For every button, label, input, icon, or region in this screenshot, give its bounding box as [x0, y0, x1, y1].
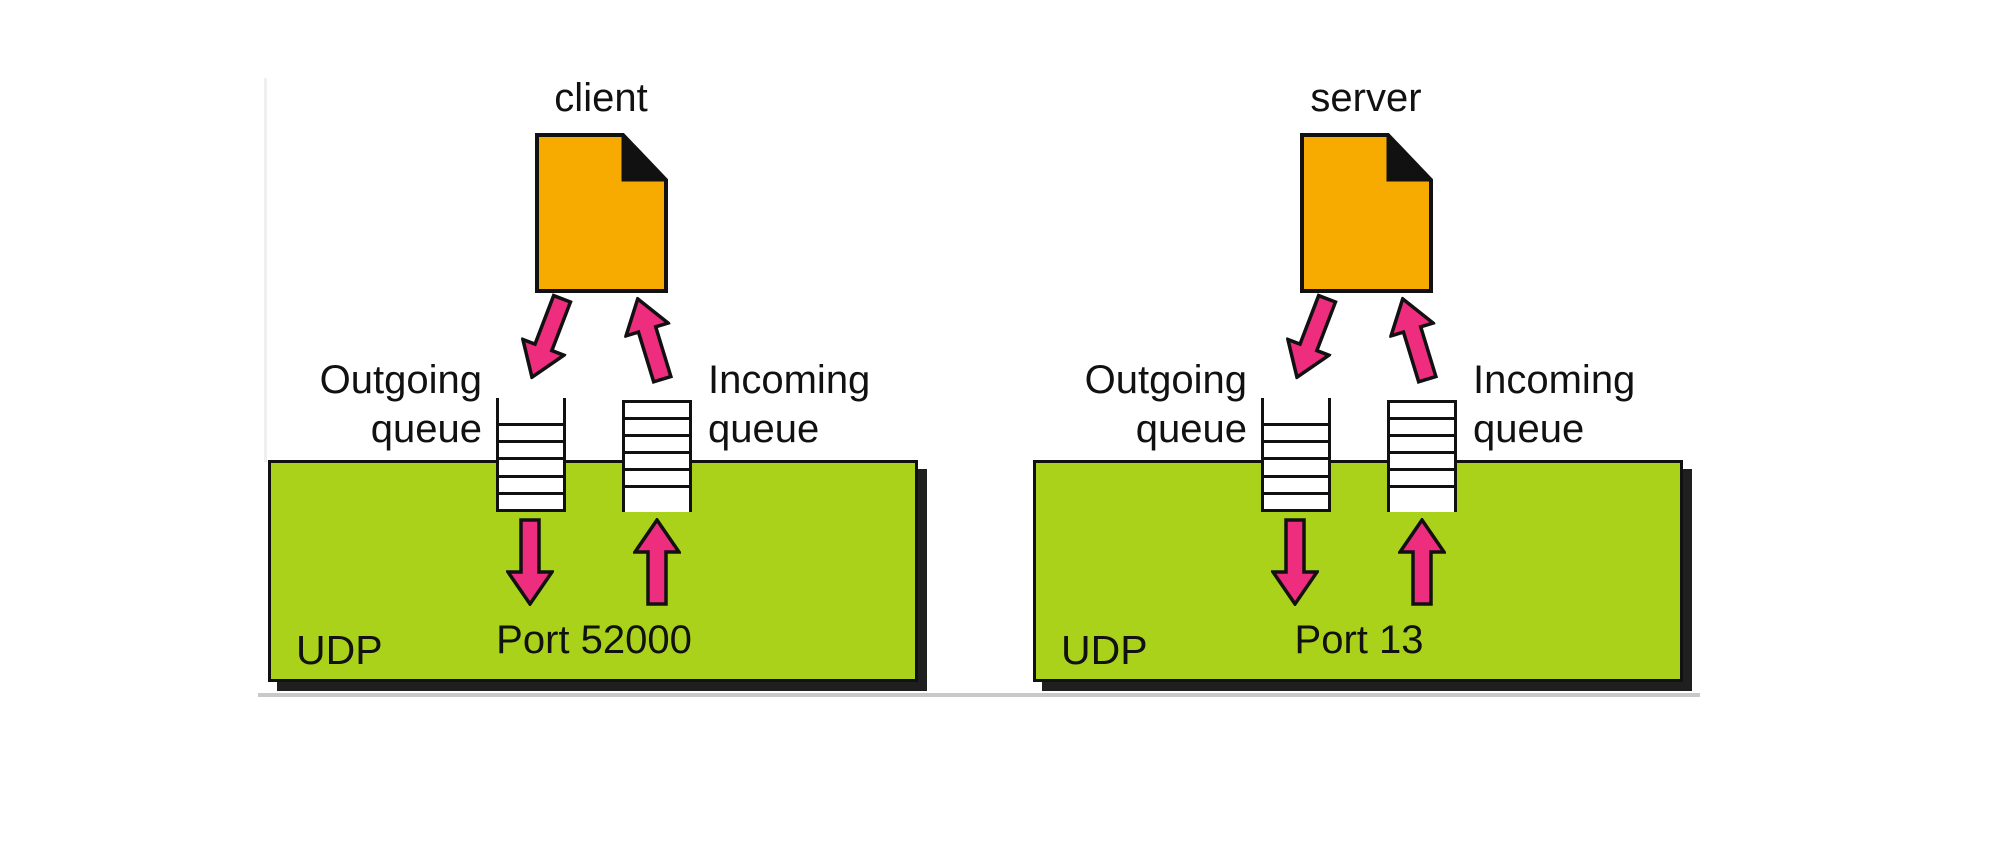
queue-cell — [499, 491, 563, 509]
udp-label: UDP — [296, 627, 383, 673]
port-to-incoming-arrow-icon — [633, 518, 681, 606]
queue-cell — [1264, 440, 1328, 457]
outgoing-queue-label-line1: Outgoing — [319, 358, 482, 402]
queue-cell — [499, 423, 563, 440]
queue-cell — [625, 471, 689, 488]
incoming-queue-cells — [625, 403, 689, 488]
udp-label: UDP — [1061, 627, 1148, 673]
incoming-queue-label: Incoming queue — [708, 356, 870, 454]
queue-cell — [1264, 457, 1328, 474]
queue-cell — [1390, 454, 1454, 471]
port-label: Port 52000 — [496, 618, 692, 662]
incoming-queue-label-line2: queue — [708, 407, 820, 451]
outgoing-queue — [496, 398, 566, 512]
udp-box — [1033, 460, 1683, 682]
queue-cell — [625, 454, 689, 471]
client-panel: client Outgoing queue Incoming queue — [268, 0, 928, 858]
queue-cell — [1390, 403, 1454, 420]
incoming-queue-label-line1: Incoming — [1473, 358, 1636, 402]
outgoing-queue-label-line1: Outgoing — [1084, 358, 1247, 402]
queue-cell — [625, 403, 689, 420]
outgoing-queue-label: Outgoing queue — [1085, 356, 1247, 454]
queue-cell — [625, 437, 689, 454]
queue-cell — [1390, 471, 1454, 488]
app-to-outgoing-arrow-icon — [1274, 288, 1350, 387]
app-to-outgoing-arrow-icon — [509, 288, 585, 387]
incoming-queue-label-line1: Incoming — [708, 358, 871, 402]
incoming-queue-label: Incoming queue — [1473, 356, 1635, 454]
application-document-icon — [535, 131, 670, 293]
queue-cell — [499, 457, 563, 474]
udp-box — [268, 460, 918, 682]
application-document-icon — [1300, 131, 1435, 293]
incoming-queue — [622, 400, 692, 512]
incoming-to-app-arrow-icon — [1379, 290, 1451, 388]
outgoing-queue — [1261, 398, 1331, 512]
queue-cell — [1264, 491, 1328, 509]
queue-cell — [625, 420, 689, 437]
incoming-queue — [1387, 400, 1457, 512]
outgoing-to-port-arrow-icon — [1271, 518, 1319, 606]
outgoing-to-port-arrow-icon — [506, 518, 554, 606]
server-panel: server Outgoing queue Incoming queue — [1033, 0, 1693, 858]
figure-border-line — [264, 78, 267, 462]
app-label: server — [1310, 76, 1422, 120]
incoming-to-app-arrow-icon — [614, 290, 686, 388]
queue-cell — [1390, 437, 1454, 454]
queue-cell — [1264, 423, 1328, 440]
queue-cell — [1390, 420, 1454, 437]
app-label: client — [554, 76, 648, 120]
outgoing-queue-cells — [499, 423, 563, 509]
queue-cell — [499, 474, 563, 492]
queue-cell — [499, 440, 563, 457]
outgoing-queue-label-line2: queue — [1135, 407, 1247, 451]
outgoing-queue-cells — [1264, 423, 1328, 509]
outgoing-queue-label: Outgoing queue — [320, 356, 482, 454]
incoming-queue-label-line2: queue — [1473, 407, 1585, 451]
port-label: Port 13 — [1294, 618, 1424, 662]
incoming-queue-cells — [1390, 403, 1454, 488]
queue-cell — [1264, 474, 1328, 492]
outgoing-queue-label-line2: queue — [370, 407, 482, 451]
port-to-incoming-arrow-icon — [1398, 518, 1446, 606]
figure-baseline — [258, 693, 1700, 697]
